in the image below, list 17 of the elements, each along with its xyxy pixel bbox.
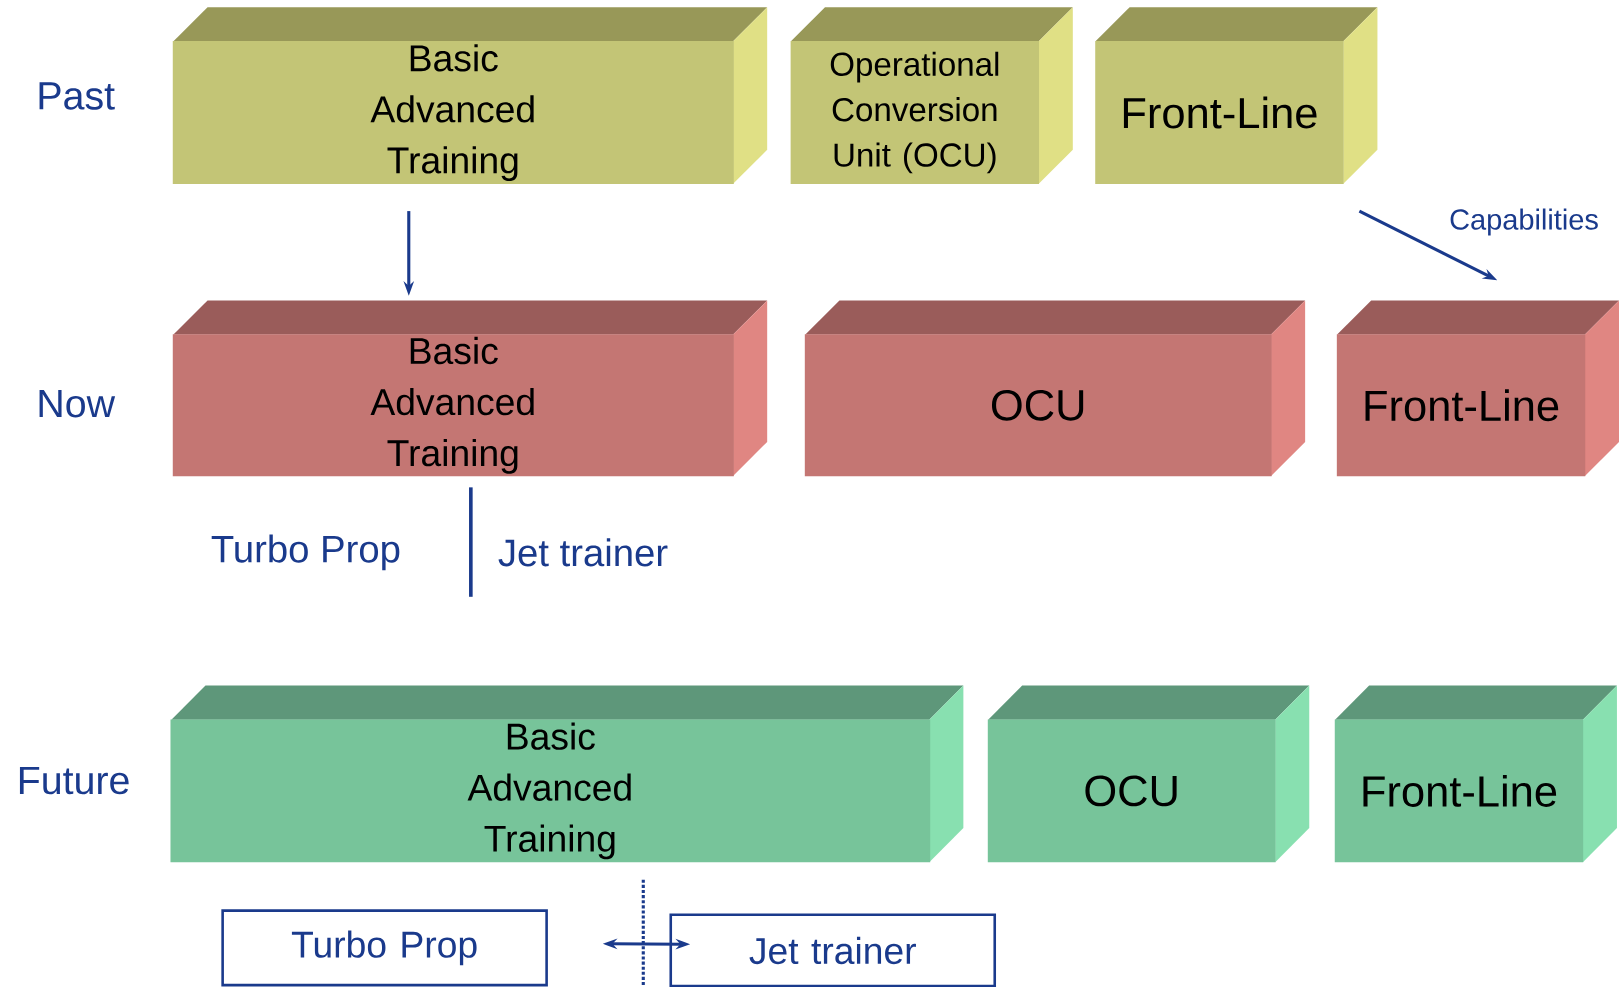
row-label: Future — [19, 766, 129, 795]
option-box: Jet trainer — [669, 913, 997, 987]
block: Basic Advanced Training — [172, 7, 768, 184]
option-label: Turbo Prop — [211, 534, 400, 571]
edge-label: Capabilities — [1450, 208, 1598, 236]
block: Basic Advanced Training — [172, 300, 768, 477]
row-label: Past — [39, 82, 115, 110]
block: OCU — [804, 300, 1306, 477]
block: Front-Line — [1336, 300, 1619, 477]
block: OCU — [987, 685, 1310, 863]
block: Operational Conversion Unit (OCU) — [790, 7, 1073, 184]
block: Basic Advanced Training — [170, 685, 964, 863]
option-box: Turbo Prop — [221, 909, 548, 987]
block: Front-Line — [1334, 685, 1617, 863]
block: Front-Line — [1095, 7, 1378, 184]
option-label: Jet trainer — [498, 538, 668, 567]
row-label: Now — [39, 389, 116, 418]
